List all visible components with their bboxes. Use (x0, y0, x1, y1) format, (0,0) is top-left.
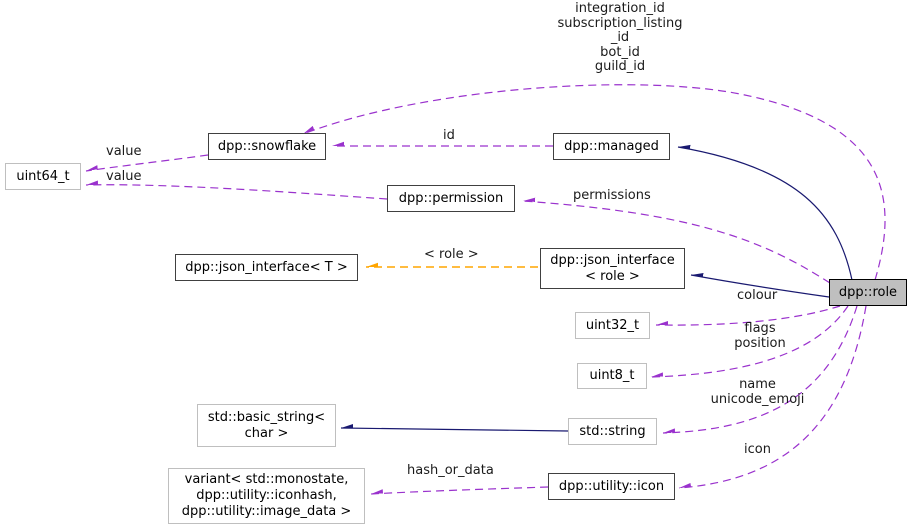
edge-label-hash-or-data: hash_or_data (407, 463, 494, 478)
node-dpp-permission[interactable]: dpp::permission (387, 185, 515, 212)
edge-label-name-unicode-emoji: name unicode_emoji (710, 377, 805, 407)
edge-role-permissions-to-permission (522, 201, 831, 284)
node-std-string: std::string (568, 418, 657, 445)
edge-label-role-id-fields: integration_id subscription_listing _id … (557, 1, 683, 74)
node-std-basic-string: std::basic_string< char > (197, 404, 336, 447)
node-uint64-t: uint64_t (5, 163, 81, 190)
edge-label-colour: colour (737, 288, 778, 303)
edge-role-inherits-managed (677, 147, 853, 281)
edge-label-value-snowflake: value (106, 144, 142, 159)
edge-label-id: id (443, 128, 455, 143)
node-dpp-json-interface-role[interactable]: dpp::json_interface < role > (540, 248, 685, 289)
edge-label-value-permission: value (106, 169, 142, 184)
node-dpp-snowflake[interactable]: dpp::snowflake (208, 133, 326, 160)
edge-permission-value-to-uint64 (85, 185, 388, 200)
edge-role-icon-to-utility-icon (678, 305, 867, 489)
edge-role-flags-to-uint8 (650, 305, 849, 378)
node-dpp-utility-icon[interactable]: dpp::utility::icon (548, 473, 675, 500)
edge-label-flags-position: flags position (734, 321, 786, 351)
node-uint32-t: uint32_t (575, 312, 650, 339)
edge-role-inherits-json-interface-role (690, 275, 830, 298)
edge-icon-hash-to-variant (370, 486, 549, 495)
edge-role-colour-to-uint32 (655, 305, 841, 326)
node-dpp-managed[interactable]: dpp::managed (553, 133, 670, 160)
edge-label-icon: icon (744, 442, 771, 457)
edge-role-name-to-string (662, 305, 858, 434)
edge-snowflake-value-to-uint64 (85, 154, 209, 172)
node-variant: variant< std::monostate, dpp::utility::i… (168, 468, 365, 524)
edge-string-inherits-basic-string (340, 428, 569, 432)
node-dpp-json-interface-t[interactable]: dpp::json_interface< T > (175, 254, 358, 281)
edge-label-permissions: permissions (573, 188, 651, 203)
edge-label-template-args: < role > (424, 247, 479, 262)
node-uint8-t: uint8_t (577, 363, 647, 389)
node-dpp-role: dpp::role (829, 279, 907, 306)
edge-role-ids-to-snowflake (302, 84, 886, 281)
